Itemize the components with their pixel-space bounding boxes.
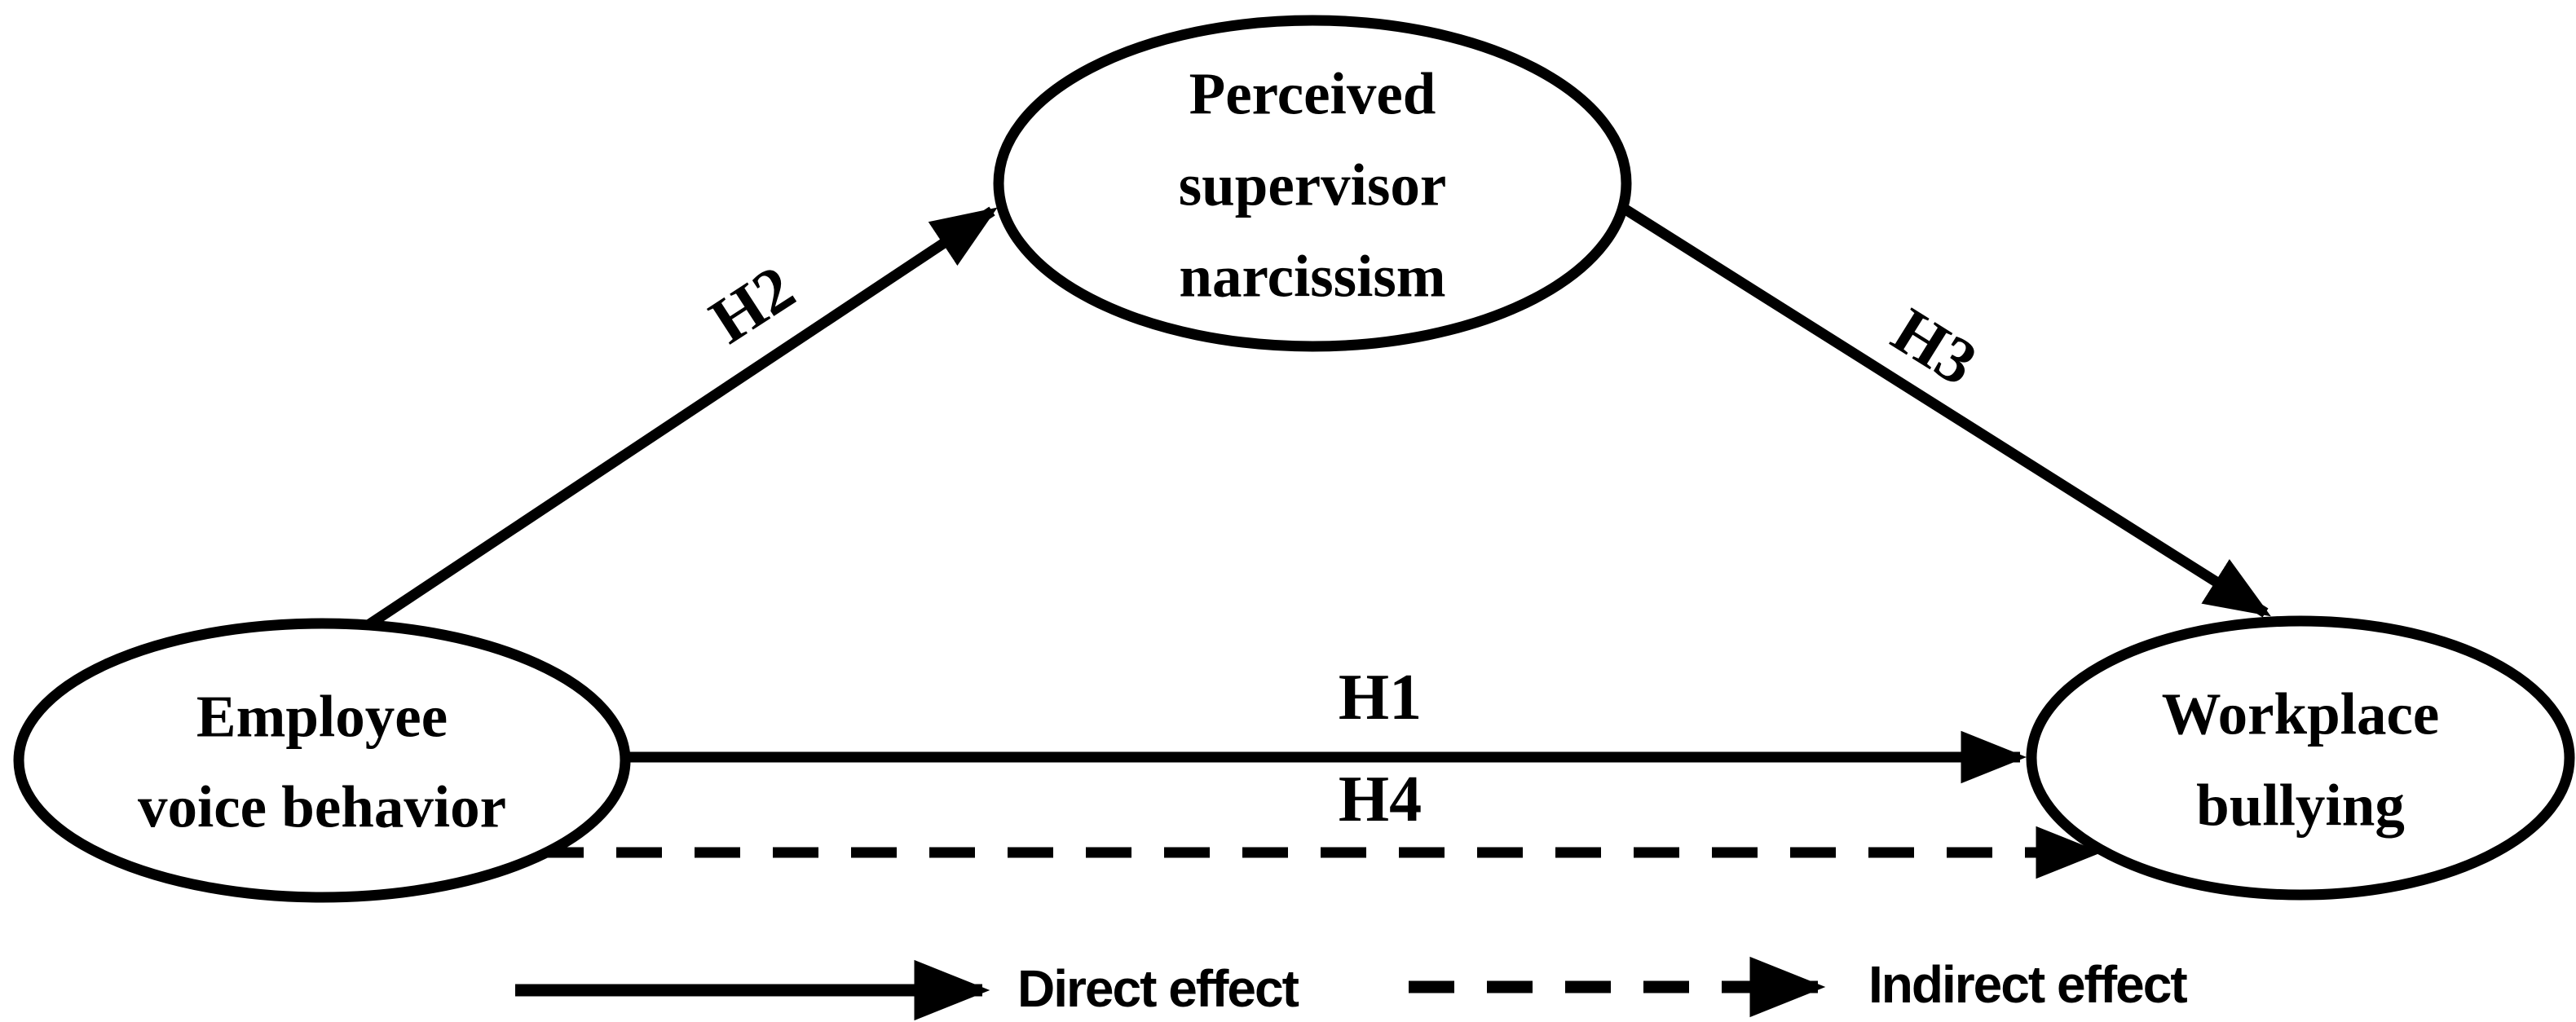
node-perceived-supervisor-narcissism-ellipse — [993, 15, 1632, 352]
edge-label-h1: H1 — [1339, 662, 1422, 733]
node-label-line: bullying — [2196, 773, 2405, 839]
node-perceived-supervisor-narcissism: Perceived supervisor narcissism — [993, 15, 1632, 352]
edge-h3-arrow — [1607, 195, 2271, 618]
edge-h2-arrow — [339, 206, 998, 647]
node-label-line: Workplace — [2162, 681, 2440, 747]
legend-indirect-label: Indirect effect — [1868, 955, 2187, 1014]
node-employee-voice-behavior: Employee voice behavior — [13, 618, 631, 903]
node-label-line: supervisor — [1179, 152, 1447, 218]
node-workplace-bullying-ellipse — [2026, 615, 2575, 901]
edge-label-h4: H4 — [1339, 764, 1422, 835]
node-label-line: Employee — [196, 684, 448, 750]
node-label-line: Perceived — [1189, 61, 1436, 127]
legend-direct-label: Direct effect — [1017, 959, 1299, 1018]
node-label-line: narcissism — [1179, 244, 1445, 310]
node-label-line: voice behavior — [138, 774, 506, 840]
node-workplace-bullying: Workplace bullying — [2026, 615, 2575, 901]
node-employee-voice-behavior-ellipse — [13, 618, 631, 903]
legend: Direct effect Indirect effect — [515, 955, 2189, 1021]
